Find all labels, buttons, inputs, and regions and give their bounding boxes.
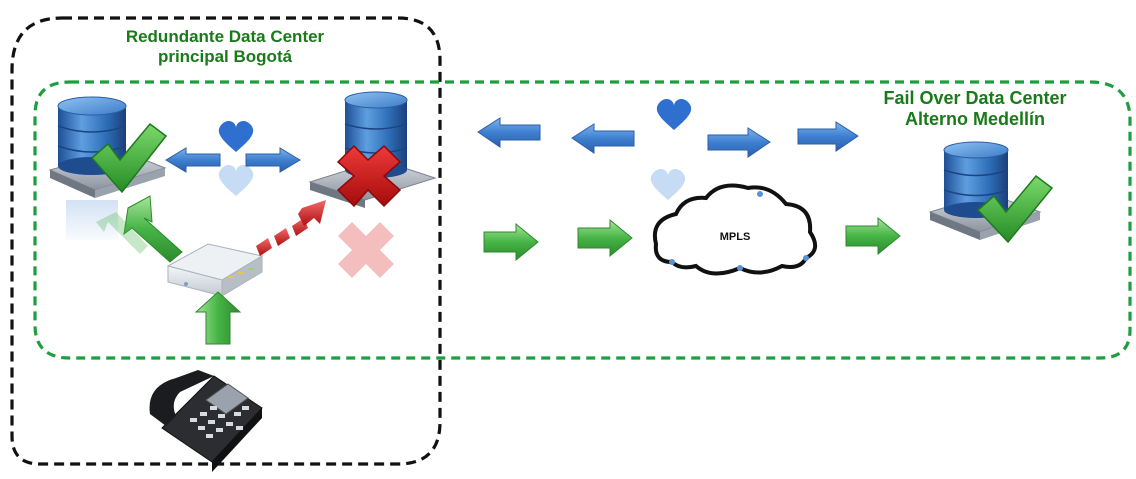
primary-site-boundary <box>10 16 442 466</box>
heartbeat-heart-reflection-icon <box>218 165 254 196</box>
heartbeat-arrow-left-icon <box>165 147 221 173</box>
wan-heartbeat-arrow-left-2-icon <box>571 123 635 154</box>
failover-site-title-line1: Fail Over Data Center <box>883 88 1067 108</box>
desk-phone-icon <box>149 370 263 472</box>
failure-x-mark-icon <box>336 144 402 208</box>
heartbeat-arrow-right-icon <box>245 147 301 173</box>
mpls-cloud-label: MPLS <box>720 231 751 243</box>
wan-traffic-arrow-2-icon <box>577 218 633 258</box>
failover-site-boundary <box>33 80 1132 360</box>
failed-traffic-arrow-icon <box>256 200 326 256</box>
wan-heartbeat-heart-icon <box>656 99 692 130</box>
router-icon <box>166 243 264 297</box>
primary-site-title-line1: Redundante Data Center <box>125 27 325 46</box>
mpls-cloud-icon <box>653 183 818 276</box>
primary-site-title-line2: principal Bogotá <box>157 46 293 66</box>
heartbeat-heart-icon <box>218 121 254 152</box>
primary-check-mark-icon <box>90 122 168 194</box>
wan-traffic-arrow-1-icon <box>483 222 539 262</box>
wan-heartbeat-arrow-right-2-icon <box>797 121 859 152</box>
wan-heartbeat-heart-reflection-icon <box>650 169 686 200</box>
failover-site-title: Fail Over Data Center Alterno Medellín <box>830 88 1120 129</box>
wan-traffic-arrow-3-icon <box>845 216 901 256</box>
failure-x-reflection-icon <box>338 222 394 278</box>
primary-site-title: Redundante Data Center principal Bogotá <box>60 27 390 66</box>
failover-check-mark-icon <box>976 174 1054 244</box>
traffic-arrow-to-primary-icon <box>123 195 183 263</box>
failover-site-title-line2: Alterno Medellín <box>904 108 1045 129</box>
wan-heartbeat-arrow-left-1-icon <box>477 117 541 148</box>
traffic-arrow-into-router-icon <box>194 291 242 345</box>
wan-heartbeat-arrow-right-1-icon <box>707 127 771 158</box>
traffic-arrow-to-primary-shadow-icon <box>96 212 148 254</box>
